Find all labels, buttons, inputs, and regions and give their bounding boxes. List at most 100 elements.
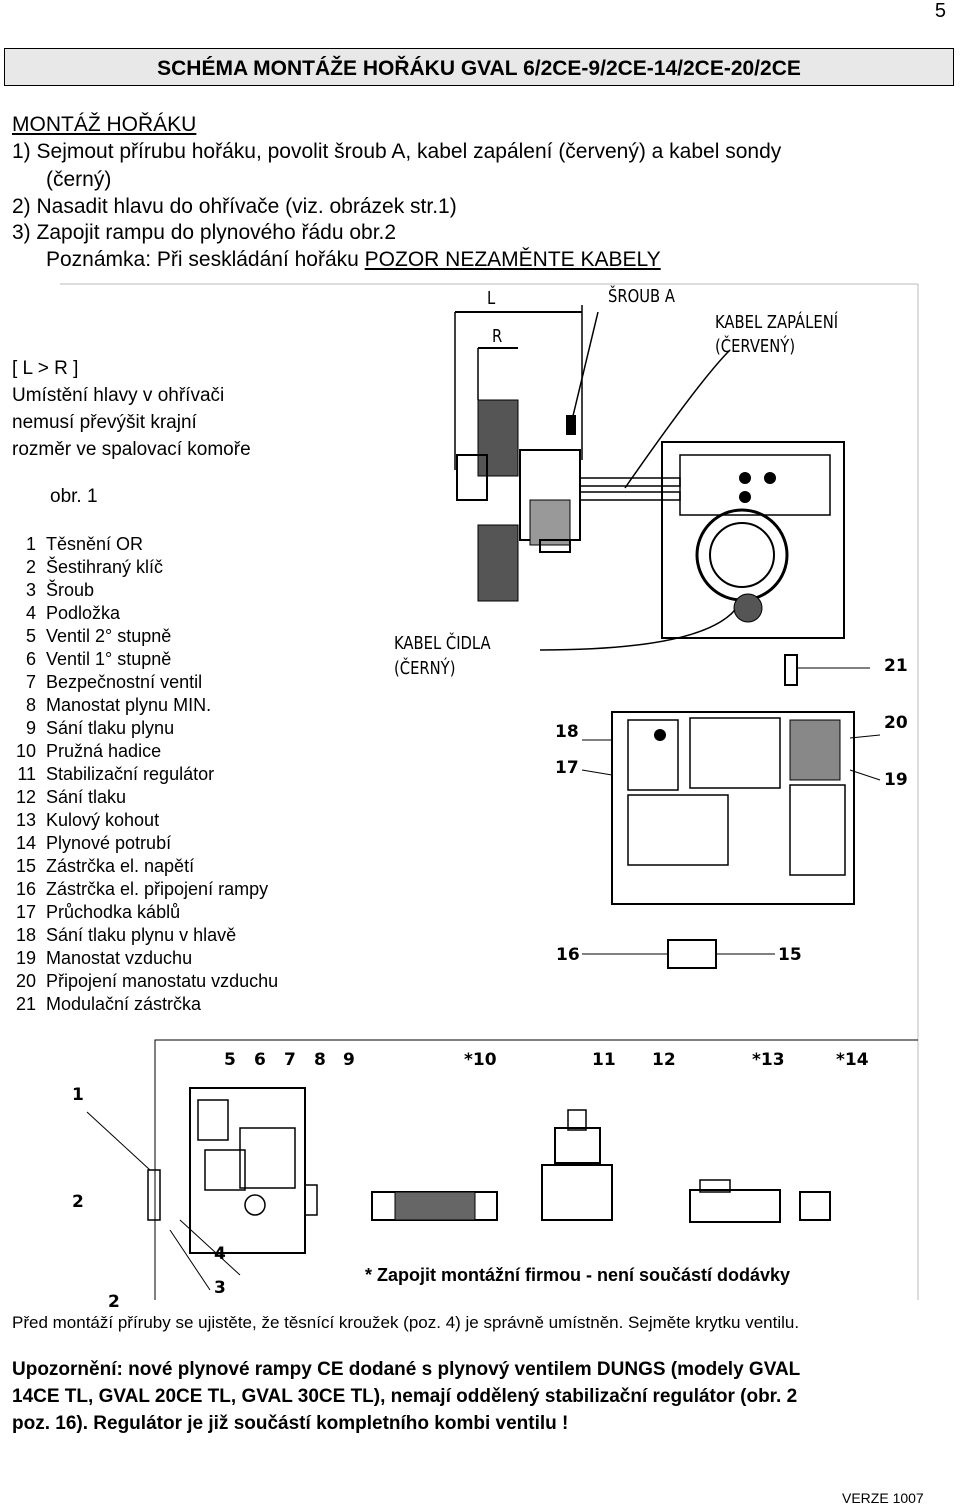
callout-15: 15 [778,945,802,965]
fig1-caption: obr. 1 [50,486,98,507]
label-sensor-cable-color: (ČERNÝ) [394,658,456,679]
legend-number: 3 [25,580,36,600]
legend-item: 16 Zástrčka el. připojení rampy [12,878,278,901]
legend-text: Šestihraný klíč [46,557,164,577]
legend-text: Bezpečnostní ventil [46,672,203,692]
label-r: R [492,326,503,347]
callout-16: 16 [556,945,580,965]
legend-number: 19 [15,948,36,968]
label-sensor-cable: KABEL ČIDLA [394,633,491,654]
legend-number: 10 [15,741,36,761]
legend-item: 3 Šroub [12,579,278,602]
callout-19: 19 [884,770,908,790]
legend-item: 11 Stabilizační regulátor [12,763,278,786]
callout-18: 18 [555,722,579,742]
label-ignition-cable-color: (ČERVENÝ) [715,336,796,357]
page-title: SCHÉMA MONTÁŽE HOŘÁKU GVAL 6/2CE-9/2CE-1… [157,57,801,80]
legend-item: 20 Připojení manostatu vzduchu [12,970,278,993]
warning: Upozornění: nové plynové rampy CE dodané… [12,1359,801,1434]
callout-14: *14 [836,1050,869,1070]
legend-number: 21 [15,994,36,1014]
legend-text: Ventil 2° stupně [46,626,172,646]
note: Poznámka: Při seskládání hořáku POZOR NE… [46,248,661,271]
legend-item: 4 Podložka [12,602,278,625]
legend-text: Připojení manostatu vzduchu [46,971,279,991]
page-number: 5 [934,0,946,22]
label-l: L [487,288,496,309]
legend-text: Sání tlaku plynu [46,718,175,738]
callout-17: 17 [555,758,579,778]
step-1-cont: (černý) [46,168,112,191]
legend-text: Manostat vzduchu [46,948,193,968]
callout-12: 12 [652,1050,676,1070]
legend-text: Modulační zástrčka [46,994,202,1014]
legend-number: 17 [15,902,36,922]
callout-13: *13 [752,1050,785,1070]
legend-number: 16 [15,879,36,899]
legend-number: 20 [15,971,36,991]
legend-number: 4 [25,603,36,623]
legend-item: 14 Plynové potrubí [12,832,278,855]
callout-8: 8 [314,1050,326,1070]
callout-4: 4 [214,1244,226,1264]
legend-text: Sání tlaku [46,787,127,807]
legend-text: Stabilizační regulátor [46,764,215,784]
legend-text: Šroub [46,580,95,600]
label-screw-a: ŠROUB A [608,286,675,307]
legend-item: 21 Modulační zástrčka [12,993,278,1016]
callout-5: 5 [224,1050,236,1070]
callout-2: 2 [72,1192,84,1212]
version-footer: VERZE 1007 [842,1490,924,1506]
legend-text: Pružná hadice [46,741,162,761]
legend-number: 13 [15,810,36,830]
callout-7: 7 [284,1050,296,1070]
legend-text: Zástrčka el. připojení rampy [46,879,269,899]
legend-text: Sání tlaku plynu v hlavě [46,925,237,945]
legend-number: 8 [25,695,36,715]
before-mount-note: Před montáží příruby se ujistěte, že těs… [12,1313,800,1332]
callout-10: *10 [464,1050,497,1070]
step-3: 3) Zapojit rampu do plynového řádu obr.2 [12,221,397,244]
legend-number: 12 [15,787,36,807]
legend-number: 15 [15,856,36,876]
legend-text: Ventil 1° stupně [46,649,172,669]
legend-item: 17 Průchodka káblů [12,901,278,924]
legend-item: 2 Šestihraný klíč [12,556,278,579]
legend-number: 1 [25,534,36,554]
legend-number: 18 [15,925,36,945]
legend-item: 10 Pružná hadice [12,740,278,763]
legend-text: Kulový kohout [46,810,160,830]
callout-21: 21 [884,656,908,676]
legend-item: 13 Kulový kohout [12,809,278,832]
legend-item: 5 Ventil 2° stupně [12,625,278,648]
legend-item: 15 Zástrčka el. napětí [12,855,278,878]
step-2: 2) Nasadit hlavu do ohřívače (viz. obráz… [12,195,457,218]
condition: [ L > R ] [12,358,79,379]
callout-11: 11 [592,1050,616,1070]
legend-number: 5 [25,626,36,646]
callout-20: 20 [884,713,908,733]
legend-item: 18 Sání tlaku plynu v hlavě [12,924,278,947]
callout-3: 3 [214,1278,226,1298]
condition-text: Umístění hlavy v ohřívači nemusí převýši… [12,385,251,460]
legend-text: Průchodka káblů [46,902,181,922]
legend-number: 11 [17,764,36,784]
legend-number: 2 [25,557,36,577]
step-1: 1) Sejmout přírubu hořáku, povolit šroub… [12,140,782,163]
callout-1: 1 [72,1085,84,1105]
legend-text: Podložka [46,603,121,623]
legend-item: 19 Manostat vzduchu [12,947,278,970]
legend-text: Plynové potrubí [46,833,172,853]
label-ignition-cable: KABEL ZAPÁLENÍ [715,312,839,333]
legend-number: 14 [15,833,36,853]
legend-text: Zástrčka el. napětí [46,856,195,876]
legend-item: 12 Sání tlaku [12,786,278,809]
title-box: SCHÉMA MONTÁŽE HOŘÁKU GVAL 6/2CE-9/2CE-1… [4,48,954,86]
callout-9: 9 [343,1050,355,1070]
